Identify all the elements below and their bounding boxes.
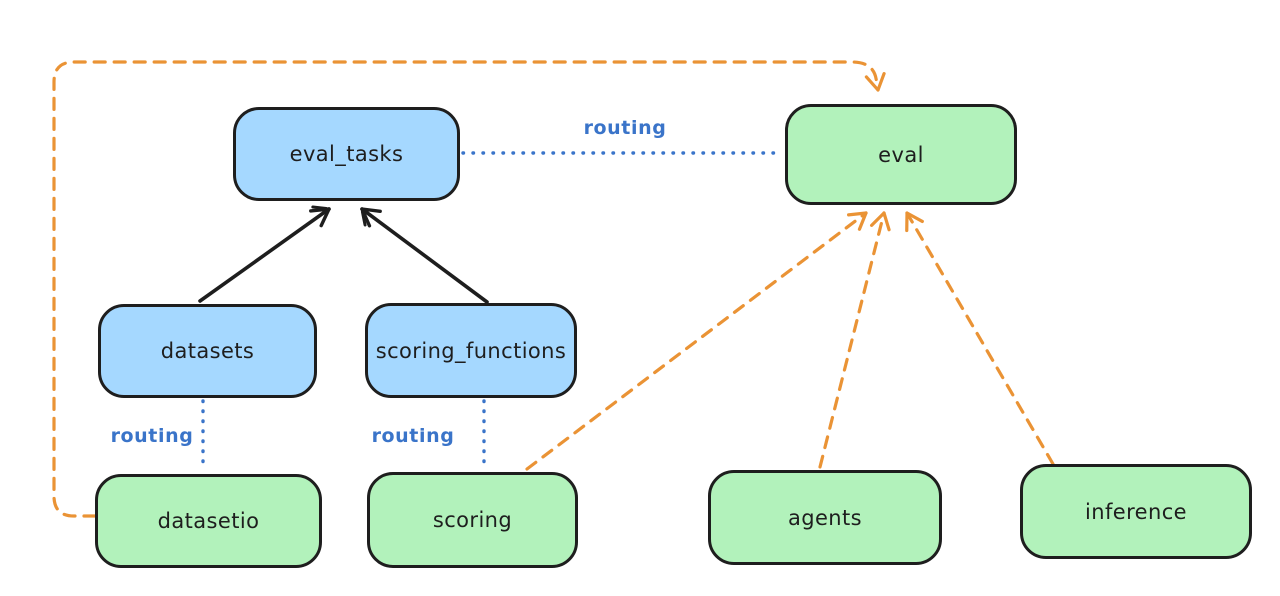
node-label-agents: agents <box>787 505 862 530</box>
node-agents: agents <box>708 470 942 565</box>
edge-datasets-to-eval-tasks <box>198 205 331 303</box>
node-scoring-functions: scoring_functions <box>365 303 577 398</box>
node-label-datasets: datasets <box>160 339 255 363</box>
edge-scoring-to-eval <box>525 211 868 471</box>
node-label-inference: inference <box>1085 499 1187 524</box>
node-datasets: datasets <box>98 304 317 398</box>
node-eval: eval <box>785 104 1017 205</box>
node-inference: inference <box>1020 464 1252 559</box>
node-label-scoring-functions: scoring_functions <box>375 338 567 363</box>
edge-agents-to-eval <box>818 211 891 469</box>
node-datasetio: datasetio <box>95 474 322 568</box>
node-eval-tasks: eval_tasks <box>233 107 460 201</box>
edge-scoring-functions-to-eval-tasks <box>360 207 489 304</box>
edge-label-routing-left: routing <box>110 425 194 447</box>
node-label-eval: eval <box>878 142 924 167</box>
edge-inference-to-eval <box>905 211 1055 466</box>
node-label-scoring: scoring <box>432 508 513 532</box>
node-label-eval-tasks: eval_tasks <box>289 142 404 166</box>
edge-datasetio-to-eval-loop <box>52 60 886 518</box>
edge-label-routing-top: routing <box>583 117 667 139</box>
edge-label-routing-middle: routing <box>371 425 455 447</box>
node-label-datasetio: datasetio <box>157 509 260 533</box>
node-scoring: scoring <box>367 472 578 568</box>
